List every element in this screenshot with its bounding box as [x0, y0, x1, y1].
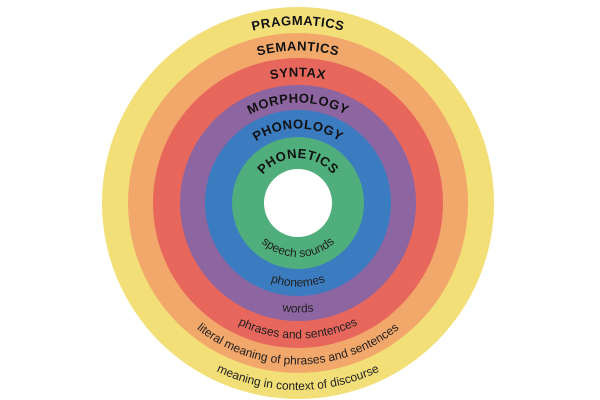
layer-name-pragmatics: PRAGMATICS: [250, 13, 346, 34]
layer-description-phonology: phonemes: [270, 271, 327, 289]
center-hole: [264, 169, 332, 237]
layer-description-morphology: words: [281, 300, 314, 315]
layer-name-semantics: SEMANTICS: [255, 38, 341, 58]
layer-name-syntax: SYNTAX: [269, 64, 328, 82]
